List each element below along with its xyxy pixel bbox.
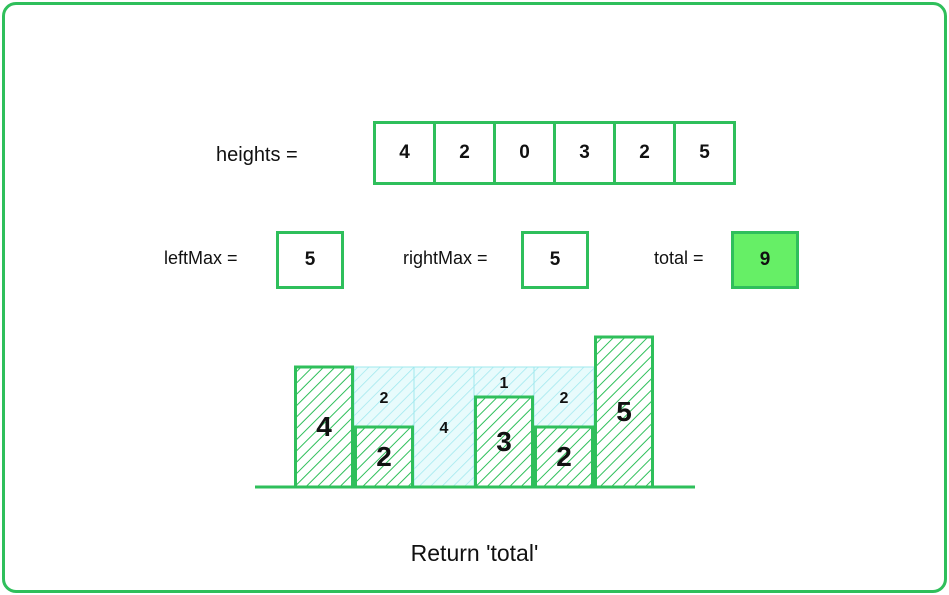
water-segment [473,366,535,398]
heights-label: heights = [216,144,298,166]
water-label: 4 [440,420,449,437]
water-label: 2 [560,390,569,407]
bar-label: 5 [616,396,632,427]
array-cell: 2 [436,124,496,182]
bar [354,425,414,489]
water-segment [533,366,595,428]
water-label: 2 [380,390,389,407]
total-label: total = [654,248,704,268]
array-cell: 5 [699,142,710,163]
array-cell: 4 [376,124,436,182]
bar-label: 4 [316,411,332,442]
right-max-value: 5 [521,231,589,289]
array-cell: 2 [616,124,676,182]
bar-label: 3 [496,426,512,457]
bar-label: 2 [376,441,392,472]
right-max-label: rightMax = [403,248,488,268]
left-max-value: 5 [276,231,344,289]
footer-text: Return 'total' [410,540,539,566]
heights-array: 4 2 0 3 2 5 [373,121,736,185]
water-label: 1 [500,375,509,392]
left-max-label: leftMax = [164,248,238,268]
array-cell: 3 [556,124,616,182]
bar-label: 2 [556,441,572,472]
array-cell: 0 [496,124,556,182]
bar [294,365,354,489]
bar [594,335,654,489]
bar [534,425,594,489]
total-value: 9 [731,231,799,289]
